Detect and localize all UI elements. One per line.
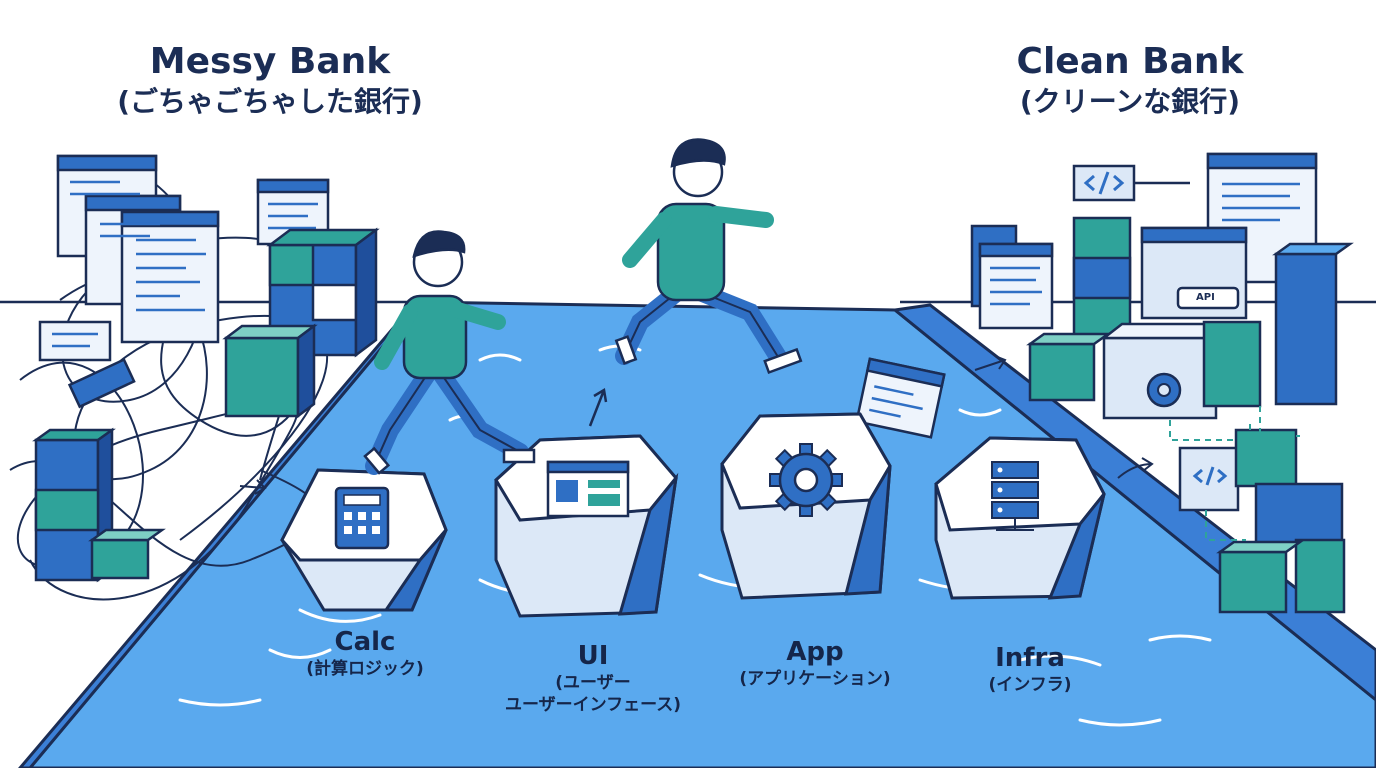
river	[18, 300, 1376, 768]
messy-code-windows	[38, 154, 330, 362]
calculator-icon	[334, 486, 390, 550]
stone-label-app-jp: (アプリケーション)	[739, 669, 891, 689]
stone-label-calc: Calc (計算ロジック)	[270, 626, 460, 680]
person-hopping	[363, 230, 536, 475]
browser-window-icon	[546, 460, 630, 518]
stone-label-infra-jp: (インフラ)	[988, 675, 1072, 695]
stone-label-app: App (アプリケーション)	[710, 636, 920, 690]
server-rack-icon	[991, 461, 1039, 531]
stone-label-ui: UI (ユーザー ユーザーインフェース)	[478, 640, 708, 716]
messy-bank-title-en: Messy Bank	[149, 41, 391, 82]
stone-label-calc-en: Calc	[334, 627, 396, 657]
stone-label-ui-en: UI	[577, 641, 609, 671]
messy-blocks	[32, 227, 380, 583]
stone-label-infra-en: Infra	[995, 643, 1065, 673]
clean-bank-title: Clean Bank (クリーンな銀行)	[960, 40, 1300, 120]
gear-icon	[769, 443, 843, 517]
messy-bank-title-jp: (ごちゃごちゃした銀行)	[117, 85, 423, 118]
stone-label-calc-jp: (計算ロジック)	[306, 659, 424, 679]
clean-bank-title-jp: (クリーンな銀行)	[1019, 85, 1241, 118]
person-leaping	[614, 138, 803, 375]
clean-bank-title-en: Clean Bank	[1016, 41, 1244, 82]
floating-code-window	[855, 357, 946, 439]
messy-bank-title: Messy Bank (ごちゃごちゃした銀行)	[100, 40, 440, 120]
stone-label-ui-jp: (ユーザー	[555, 673, 631, 693]
stone-label-ui-jp2: ユーザーインフェース)	[504, 695, 682, 715]
stone-label-infra: Infra (インフラ)	[940, 642, 1120, 696]
gear-icon	[1146, 372, 1182, 408]
stone-label-app-en: App	[786, 637, 844, 667]
code-tag-icon	[1083, 171, 1228, 486]
api-label: API	[1196, 292, 1215, 303]
